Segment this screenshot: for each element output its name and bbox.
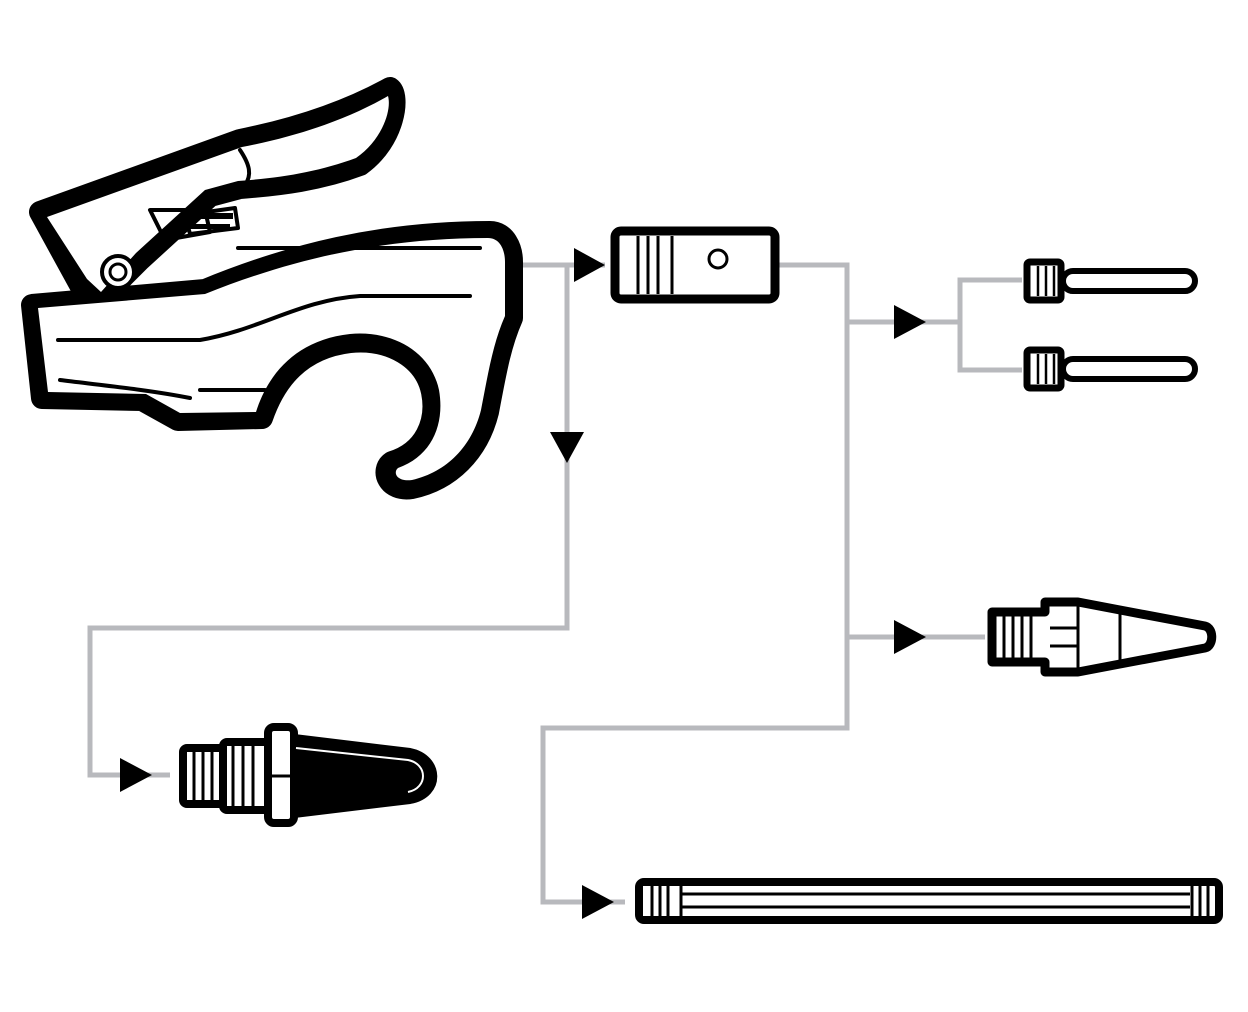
arrow-right-icon (574, 248, 605, 282)
tapered-nozzle-icon (987, 597, 1217, 677)
connector-gun-to-rubber-tip (87, 265, 570, 778)
arrow-right-icon (582, 885, 614, 919)
coupler-icon (610, 226, 780, 304)
arrow-right-icon (120, 758, 152, 792)
connector-needle-fork (957, 277, 1022, 373)
needle-icon (1023, 346, 1198, 392)
arrows (120, 248, 926, 919)
arrow-down-icon (550, 432, 584, 463)
connector-coupler-trunk (540, 262, 850, 905)
arrow-right-icon (894, 305, 926, 339)
needle-icon (1023, 258, 1198, 304)
blow-gun-icon (21, 77, 523, 500)
extension-tube-icon (635, 878, 1223, 924)
arrow-right-icon (894, 620, 926, 654)
rubber-tip-icon (179, 723, 438, 827)
